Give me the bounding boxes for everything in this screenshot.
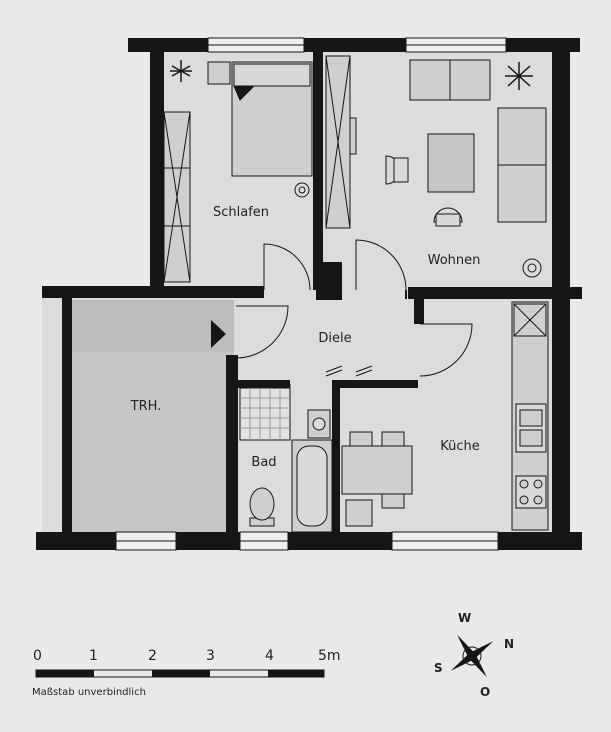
scale-note: Maßstab unverbindlich (32, 687, 146, 698)
door-kueche (419, 323, 473, 377)
wall-schlafen-wohnen (313, 38, 323, 290)
entry-arrow-icon (211, 320, 226, 348)
door-wohnen (355, 239, 407, 291)
toilet (249, 487, 275, 521)
schlafen-furniture (163, 61, 313, 283)
room-label-diele: Diele (318, 331, 351, 346)
wall-mid-left (42, 286, 264, 298)
lamp-schlafen-icon (294, 182, 310, 198)
wall-mid-right (408, 287, 582, 299)
scale-tick-1: 1 (89, 648, 98, 664)
chair-3 (381, 493, 405, 509)
wall-trh-bad (226, 355, 238, 538)
door-schlafen (263, 243, 311, 291)
room-label-kueche: Küche (440, 439, 480, 454)
room-label-trh: TRH. (130, 399, 162, 414)
chair-4 (345, 499, 373, 527)
nightstand (207, 61, 231, 85)
door-trh (235, 305, 289, 359)
wohnen-furniture (325, 55, 547, 278)
scale-segment-3 (152, 670, 210, 677)
room-label-schlafen: Schlafen (213, 205, 269, 220)
scale-tick-5m: 5m (318, 648, 341, 664)
kueche-furniture (341, 301, 549, 531)
stove (515, 475, 547, 509)
room-label-wohnen: Wohnen (428, 253, 481, 268)
scale-bar: 0 1 2 3 4 5m Maßstab unverbindlich (32, 648, 341, 698)
scale-tick-3: 3 (206, 648, 215, 664)
plant-schlafen-icon (170, 60, 192, 82)
compass-s: S (434, 661, 443, 675)
compass-w: W (458, 611, 471, 625)
room-label-bad: Bad (251, 455, 276, 470)
bad-tiles (239, 387, 291, 441)
coffee-table (427, 133, 475, 193)
bed-pillow (233, 63, 311, 87)
wall-bad-kueche (332, 388, 340, 538)
wall-top (128, 38, 580, 52)
wall-bad-top (238, 380, 290, 388)
dining-table (341, 445, 413, 495)
scale-segment-5 (268, 670, 324, 677)
bad-fixtures (239, 387, 333, 533)
wall-left-upper (150, 38, 164, 290)
shaft (316, 262, 342, 300)
scale-tick-0: 0 (33, 648, 42, 664)
chair-2 (381, 431, 405, 447)
scale-segment-1 (36, 670, 94, 677)
compass-n: N (504, 637, 514, 651)
compass-rose-icon (450, 634, 494, 678)
wall-left-lower (62, 290, 72, 538)
bed-blanket-fold-icon (233, 85, 256, 101)
compass-o: O (480, 685, 490, 699)
scale-tick-2: 2 (148, 648, 157, 664)
wall-diele-kueche (332, 380, 418, 388)
scale-tick-4: 4 (265, 648, 274, 664)
trh-upper-band (66, 300, 234, 352)
plant-wohnen-icon (505, 62, 533, 90)
chair-1 (349, 431, 373, 447)
windows (115, 37, 507, 551)
coat-hooks-icon (325, 365, 373, 377)
lamp-wohnen-icon (522, 258, 542, 278)
wall-diele-right (414, 298, 424, 324)
